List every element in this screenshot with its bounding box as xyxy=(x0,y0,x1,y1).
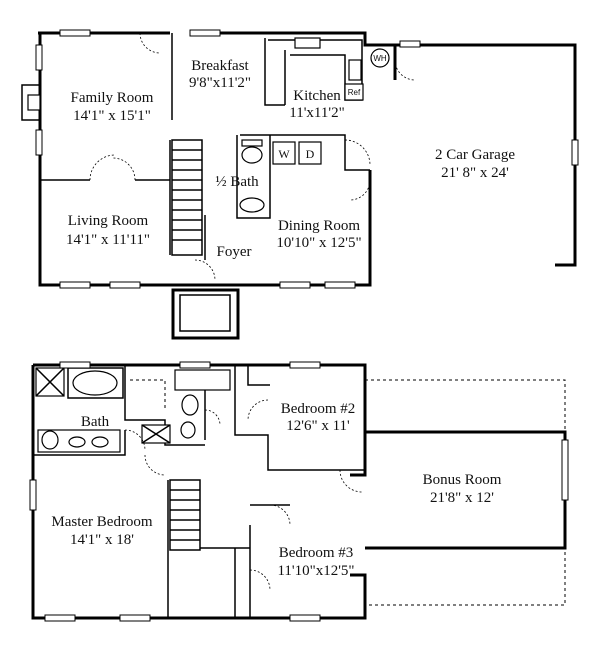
window xyxy=(119,614,151,622)
door-swing xyxy=(89,154,136,181)
refrigerator-label: Ref xyxy=(348,88,361,97)
bedroom2-closet xyxy=(247,365,270,386)
shower-mark xyxy=(35,367,65,397)
foyer-label: Foyer xyxy=(217,244,252,260)
family-room-label: Family Room xyxy=(71,90,154,106)
breakfast-size: 9'8"x11'2" xyxy=(189,75,251,91)
bath-master-divider xyxy=(33,430,126,456)
door-swing xyxy=(349,179,371,201)
door-swing xyxy=(204,409,221,426)
window xyxy=(59,29,91,37)
window xyxy=(324,281,356,289)
master-bedroom-size: 14'1" x 18' xyxy=(70,532,134,548)
window xyxy=(561,439,569,501)
window xyxy=(29,479,37,511)
master-toilet xyxy=(41,430,59,450)
water-heater xyxy=(370,48,390,68)
bedroom2-label: Bedroom #2 xyxy=(281,401,356,417)
bonus-room-size: 21'8" x 12' xyxy=(430,490,494,506)
door-swing xyxy=(139,32,161,54)
range xyxy=(348,59,362,81)
window xyxy=(571,139,579,166)
living-room-size: 14'1" x 11'11" xyxy=(66,232,150,248)
window xyxy=(109,281,141,289)
door-swing xyxy=(194,259,216,281)
kitchen-sink xyxy=(294,37,321,49)
hall-tub xyxy=(174,369,231,391)
bath-label: Bath xyxy=(81,414,110,430)
door-swing xyxy=(124,429,146,451)
bath-sink xyxy=(239,197,265,213)
door-swing xyxy=(247,399,269,421)
first-floor: Ref WH W D xyxy=(21,29,579,340)
bedroom3-walls xyxy=(200,504,290,618)
vanity-sink xyxy=(91,436,109,448)
living-room-label: Living Room xyxy=(68,213,149,229)
window xyxy=(399,40,421,48)
kitchen-bottom-wall xyxy=(240,134,370,171)
window xyxy=(289,614,321,622)
bath-wall xyxy=(236,135,271,219)
garage-size: 21' 8" x 24' xyxy=(441,165,509,181)
second-floor: Bath Bedroom #2 12'6" x 11' Bonus Room 2… xyxy=(29,361,569,622)
garage-wall xyxy=(368,45,397,265)
hall-sink xyxy=(180,421,196,439)
window xyxy=(35,44,43,71)
bonus-room-label: Bonus Room xyxy=(423,472,502,488)
garage-label: 2 Car Garage xyxy=(435,147,515,163)
linen-mark xyxy=(141,424,171,444)
breakfast-label: Breakfast xyxy=(191,58,249,74)
hall-toilet xyxy=(181,394,199,416)
first-floor-stairs xyxy=(171,139,203,256)
toilet xyxy=(241,146,263,164)
dining-room-size: 10'10" x 12'5" xyxy=(276,235,361,251)
kitchen-wall xyxy=(264,38,286,106)
bedroom3-label: Bedroom #3 xyxy=(279,545,354,561)
door-swing xyxy=(249,569,271,591)
window xyxy=(59,281,91,289)
kitchen-size: 11'x11'2" xyxy=(289,105,344,121)
window xyxy=(35,129,43,156)
closet-outline xyxy=(130,379,166,410)
door-swing xyxy=(339,469,363,493)
door-swing xyxy=(144,454,166,476)
bedroom2-size: 12'6" x 11' xyxy=(286,418,350,434)
kitchen-label: Kitchen xyxy=(293,88,341,104)
window xyxy=(44,614,76,622)
front-porch xyxy=(171,288,240,340)
door-swing xyxy=(269,504,291,526)
water-heater-label: WH xyxy=(373,54,387,63)
master-bedroom-label: Master Bedroom xyxy=(51,514,153,530)
toilet-tank xyxy=(241,139,263,147)
door-swing xyxy=(344,139,371,166)
bedroom3-size: 11'10"x12'5" xyxy=(277,563,354,579)
tub-surround xyxy=(67,367,124,399)
window xyxy=(189,29,221,37)
porch-step xyxy=(179,294,231,332)
second-floor-stairs xyxy=(169,479,201,551)
vanity-sink xyxy=(68,436,86,448)
family-room-size: 14'1" x 15'1" xyxy=(73,108,151,124)
window xyxy=(179,361,211,369)
bedroom2-walls xyxy=(234,365,365,471)
dryer-label: D xyxy=(306,147,315,161)
door-swing xyxy=(394,59,416,81)
dining-room-label: Dining Room xyxy=(278,218,360,234)
half-bath-label: ½ Bath xyxy=(215,174,259,190)
washer xyxy=(272,141,296,165)
refrigerator xyxy=(344,83,364,101)
fireplace xyxy=(21,84,41,121)
window xyxy=(289,361,321,369)
bathtub xyxy=(72,370,118,396)
bath-closet-wall xyxy=(124,365,205,446)
dryer xyxy=(298,141,322,165)
window xyxy=(279,281,311,289)
window xyxy=(59,361,91,369)
washer-label: W xyxy=(278,147,290,161)
